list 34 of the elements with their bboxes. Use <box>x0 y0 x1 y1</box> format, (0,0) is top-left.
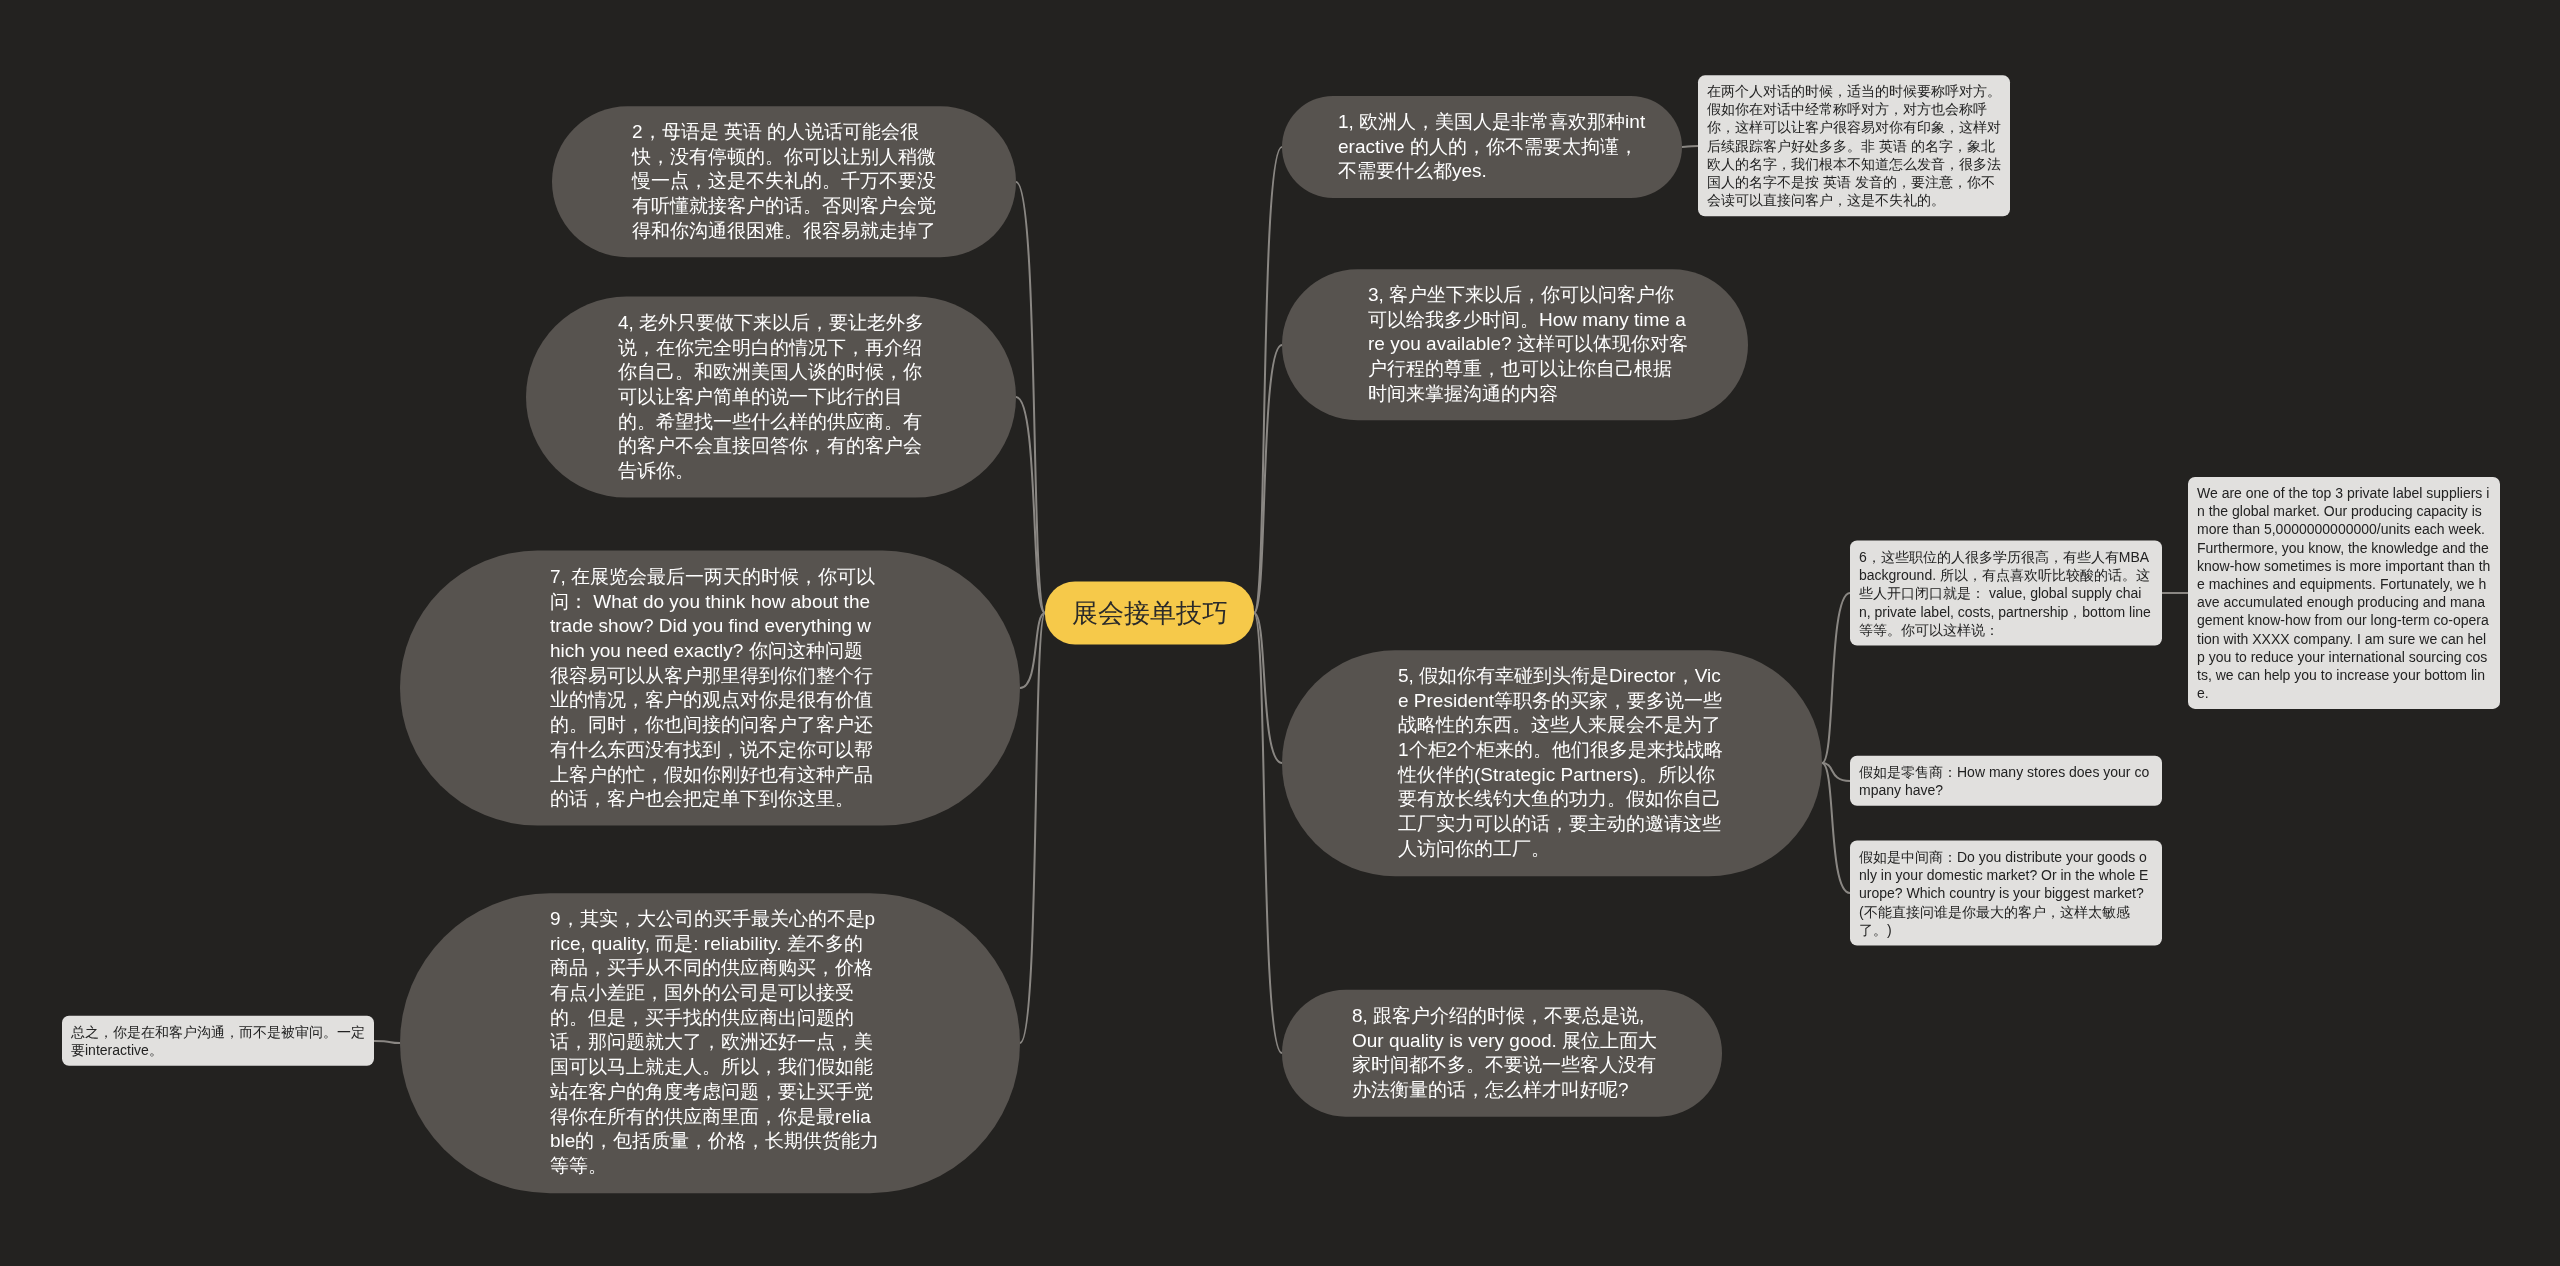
topic-text: 1, 欧洲人，美国人是非常喜欢那种interactive 的人的，你不需要太拘谨，不需要什么都yes. <box>1338 109 1646 184</box>
note-text: 假如是中间商：Do you distribute your goods only in your domestic market? Or in the whole Europe? Which country is your biggest market? (不能直接问谁是你最大的客户，这样太敏感了。) <box>1859 847 2150 939</box>
note-text: 总之，你是在和客户沟通，而不是被审问。一定要interactive。 <box>71 1022 365 1060</box>
topic-text: 5, 假如你有幸碰到头衔是Director，Vice President等职务的买家，要多说一些战略性的东西。这些人来展会不是为了1个柜2个柜来的。他们很多是来找战略性伙伴的(Strategic Partners)。所以你要有放长线钓大鱼的功力。假如你自己工厂实力可以的话，要主动的邀请这些人访问你的工厂。 <box>1398 664 1725 862</box>
note-card <box>1698 75 2010 217</box>
connector-line <box>1019 612 1046 689</box>
topic-text: 8, 跟客户介绍的时候，不要总是说, Our quality is very good. 展位上面大家时间都不多。不要说一些客人没有办法衡量的话，怎么样才叫好呢? <box>1352 1003 1659 1102</box>
connector-line <box>1015 396 1046 614</box>
connector-line <box>1253 344 1283 614</box>
note-card <box>1850 755 2162 807</box>
note-text: 6，这些职位的人很多学历很高，有些人有MBA background. 所以，有点喜欢听比较酸的话。这些人开口闭口就是： value, global supply chain, private label, costs, partnership，bottom line等等。你可以这样说： <box>1859 547 2152 639</box>
note-text: 在两个人对话的时候，适当的时候要称呼对方。假如你在对话中经常称呼对方，对方也会称呼你，这样可以让客户很容易对你有印象，这样对后续跟踪客户好处多多。非 英语 的名字，象北欧人的名字，我们根本不知道怎么发音，很多法国人的名字不是按 英语 发音的，要注意，你不会读可以直接问客户，这是不失礼的。 <box>1707 82 2001 210</box>
note-text: We are one of the top 3 private label suppliers in the global market. Our producing capacity is more than 5,0000000000000/units each week. Furthermore, you know, the knowledge and the know-how sometimes is more important than the machines and equipments. Fortunately, we have accumulated enough producing and management know-how from our long-term co-operation with XXXX company. I am sure we can help you to reduce your international sourcing costs, we can help you to increase your bottom line. <box>2197 483 2491 703</box>
connector-line <box>1015 181 1046 614</box>
topic-text: 4, 老外只要做下来以后，要让老外多说，在你完全明白的情况下，再介绍你自己。和欧洲美国人谈的时候，你可以让客户简单的说一下此行的目的。希望找一些什么样的供应商。有的客户不会直接回答你，有的客户会告诉你。 <box>618 310 926 483</box>
connector-line <box>1821 762 1851 782</box>
topic-text: 9，其实，大公司的买手最关心的不是price, quality, 而是: reliability. 差不多的商品，买手从不同的供应商购买，价格有点小差距，国外的公司是可以接受的。但是，买手找的供应商出问题的话，那问题就大了，欧洲还好一点，美国可以马上就走人。所以，我们假如能站在客户的角度考虑问题，要让买手觉得你在所有的供应商里面，你是最reliable的，包括质量，价格，长期供货能力等等。 <box>550 907 880 1179</box>
note-card <box>1850 540 2162 646</box>
note-card <box>62 1015 374 1067</box>
topic-title: 展会接单技巧 <box>1071 596 1228 630</box>
connector-line <box>1681 145 1699 148</box>
connector-line <box>1821 592 1851 764</box>
topic-text: 2，母语是 英语 的人说话可能会很快，没有停顿的。你可以让别人稍微慢一点，这是不失礼的。千万不要没有听懂就接客户的话。否则客户会觉得和你沟通很困难。很容易就走掉了 <box>632 120 937 244</box>
central-topic <box>1045 581 1254 645</box>
topic-text: 7, 在展览会最后一两天的时候，你可以问： What do you think how about the trade show? Did you find everything which you need exactly? 你问这种问题很容易可以从客户那里得到你们整个行业的情况，客户的观点对你是很有价值的。同时，你也间接的问客户了客户还有什么东西没有找到，说不定你可以帮上客户的忙，假如你刚好也有这种产品的话，客户也会把定单下到你这里。 <box>550 564 877 811</box>
connector-line <box>1253 612 1283 764</box>
topic-text: 3, 客户坐下来以后，你可以问客户你可以给我多少时间。How many time are you available? 这样可以体现你对客户行程的尊重，也可以让你自己根据时间来掌握沟通的内容 <box>1368 283 1688 407</box>
connector-line <box>1253 612 1283 1054</box>
connector-line <box>1019 612 1046 1044</box>
note-card <box>1850 840 2162 946</box>
note-text: 假如是零售商：How many stores does your company have? <box>1859 762 2151 800</box>
connector-line <box>2161 592 2189 594</box>
connector-line <box>1821 762 1851 894</box>
connector-line <box>373 1040 401 1044</box>
